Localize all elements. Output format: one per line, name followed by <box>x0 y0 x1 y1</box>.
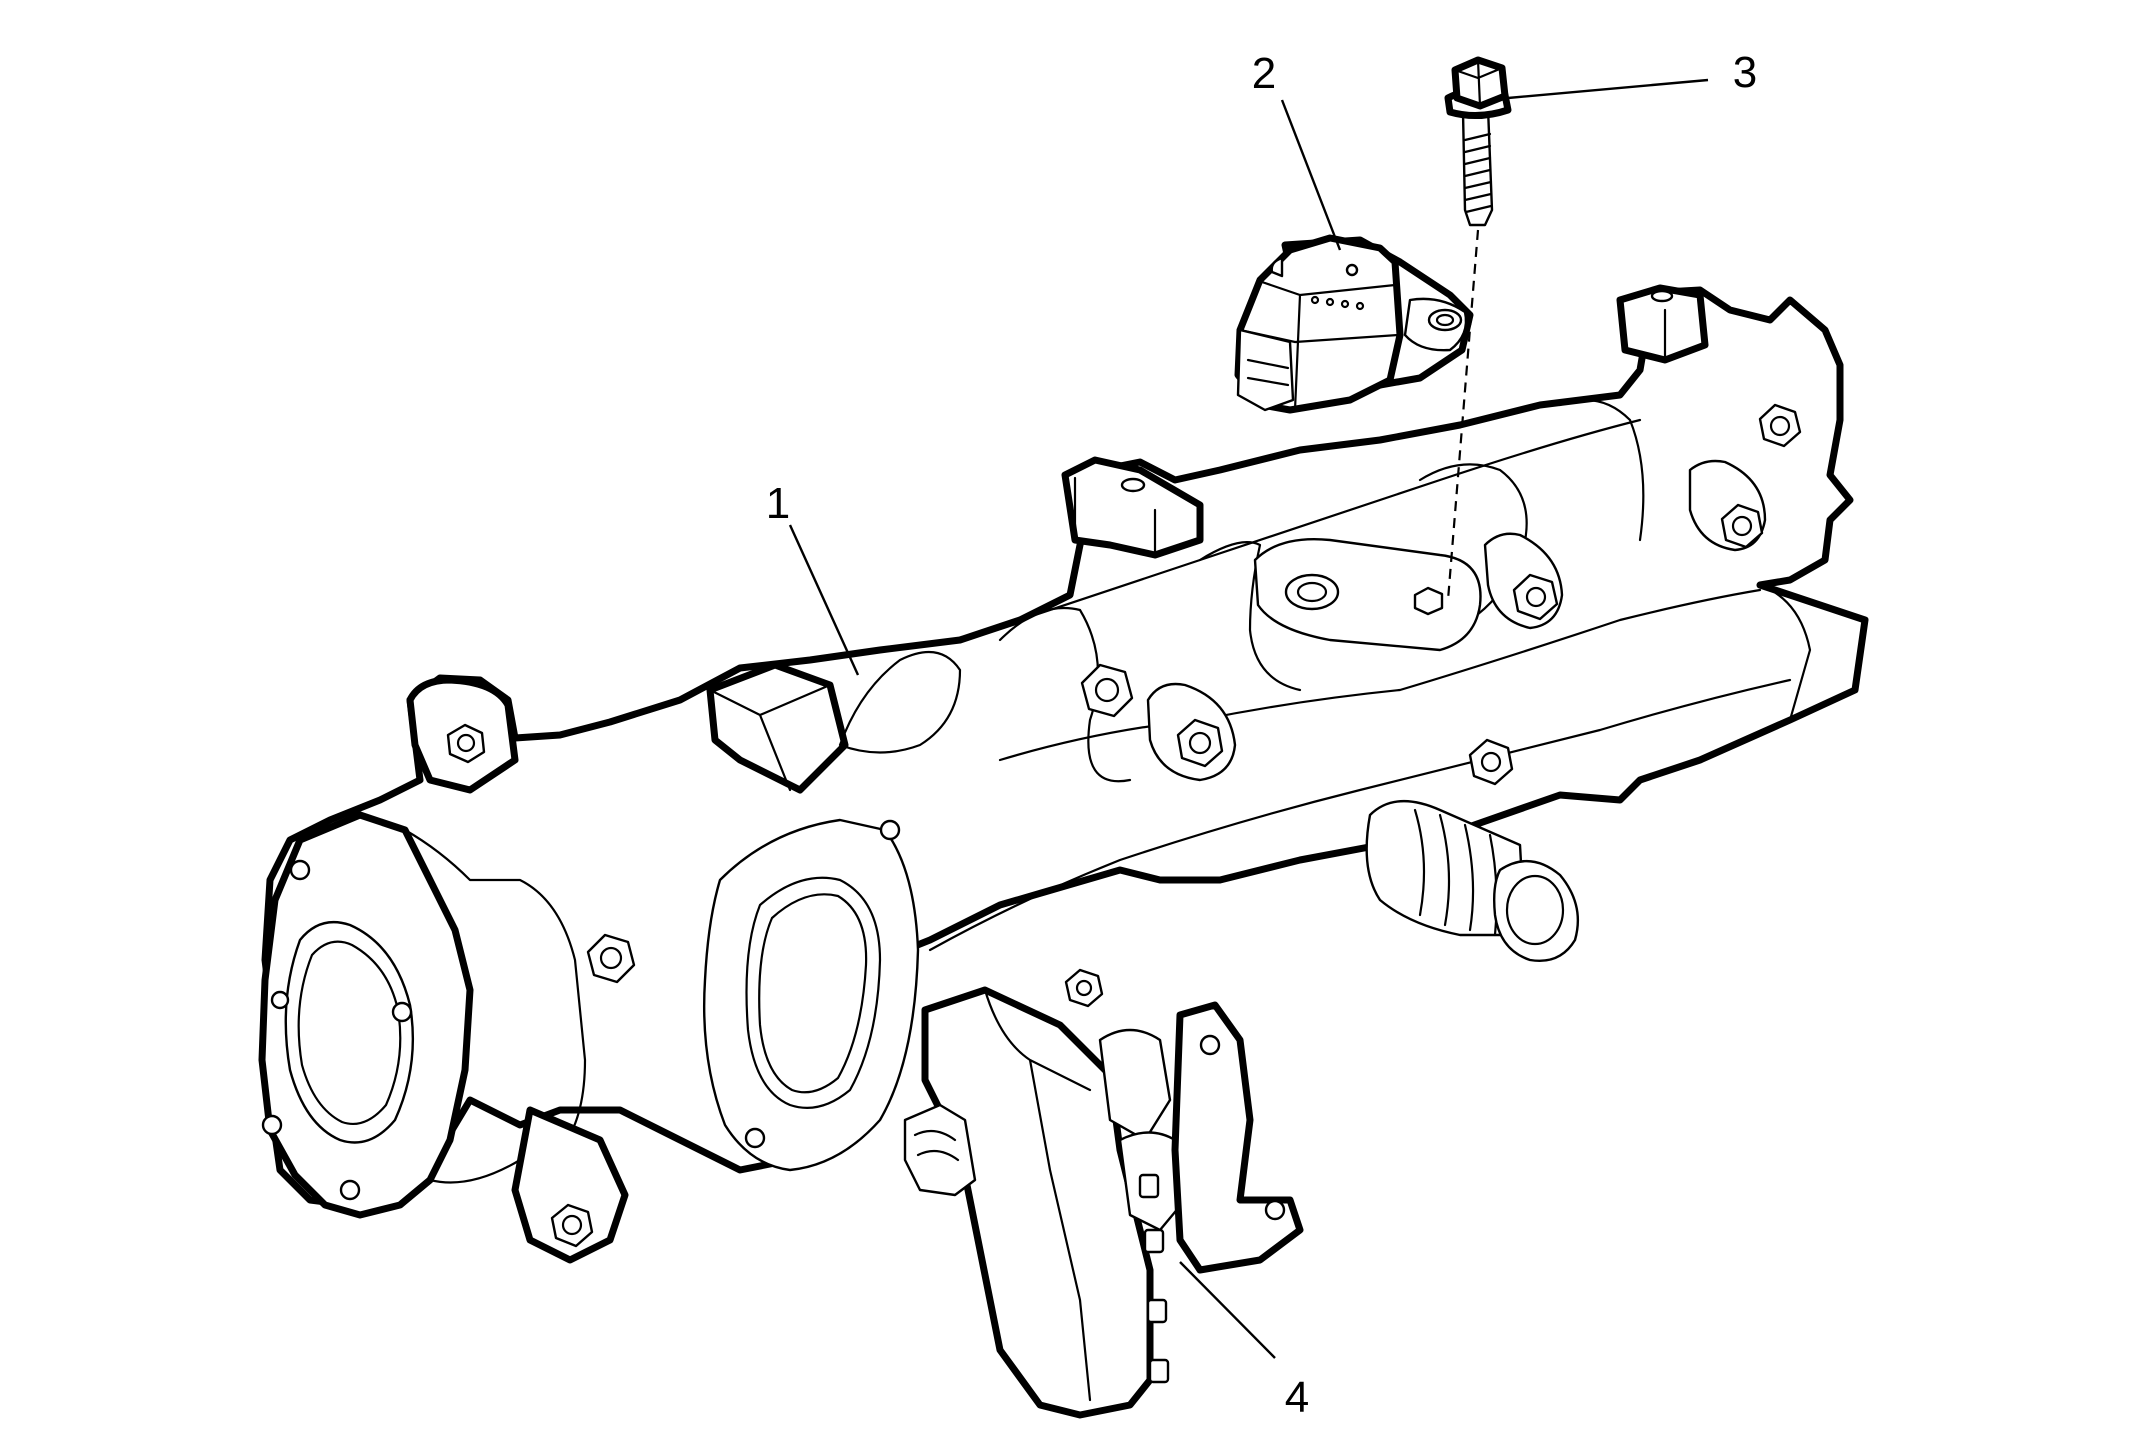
center-port-inner <box>758 893 868 1094</box>
callout-2: 2 <box>1252 49 1342 251</box>
outlet-pipe <box>1365 799 1579 962</box>
body-crease-mid <box>998 588 1762 762</box>
hex-bolt-head-runner-1 <box>1080 663 1134 718</box>
runner-contour-5 <box>1558 398 1645 542</box>
left-port-rim <box>284 920 415 1144</box>
right-end-block-hole <box>1650 289 1674 303</box>
left-flange-step <box>403 828 587 1152</box>
mounting-bolt <box>1444 56 1512 227</box>
sensor-mounting-pad <box>1253 538 1482 652</box>
hex-bolt-head-actuator-top <box>1064 968 1104 1008</box>
hex-bolt-head-upper-right <box>1758 403 1802 448</box>
body-crease-upper <box>958 418 1642 642</box>
sensor-vent-hole <box>1345 263 1359 277</box>
bolt-hex-edges <box>1453 58 1504 108</box>
left-port-bore <box>297 940 402 1126</box>
callout-4-leader <box>1179 1261 1276 1359</box>
top-center-ear <box>1061 456 1204 559</box>
intake-manifold <box>258 284 1869 1264</box>
actuator-housing-face <box>983 988 1092 1402</box>
hex-bolt-head-center-lower <box>586 933 636 984</box>
top-center-ear-edge <box>1073 476 1157 557</box>
right-end-block <box>1616 284 1709 364</box>
actuator-clip-tabs <box>1138 1173 1170 1384</box>
actuator-side-lobes <box>1098 1028 1172 1142</box>
bolt-threads <box>1463 132 1493 214</box>
callout-3-leader <box>1507 78 1709 100</box>
sensor-ear-hole <box>1427 308 1463 332</box>
sensor-pin-markings <box>1310 295 1365 311</box>
actuator-connector-pins <box>913 1129 960 1162</box>
callout-4: 4 <box>1179 1261 1309 1422</box>
center-flange <box>702 818 920 1172</box>
body-crease-lower <box>928 678 1792 952</box>
actuator-connector <box>903 1103 977 1197</box>
center-port-outer <box>745 876 882 1109</box>
callout-3-label: 3 <box>1733 48 1757 97</box>
hex-bolt-head-bracket <box>1199 1034 1286 1221</box>
actuator-bracket <box>1171 1001 1304 1274</box>
hex-bolt-head-runner-4 <box>1688 459 1767 552</box>
hex-bolt-head-left-ear <box>446 723 486 764</box>
left-flange-bolt-holes <box>261 859 413 1201</box>
sensor-connector-ribs <box>1246 358 1290 387</box>
sensor-port-hole <box>1284 573 1340 611</box>
center-flange-bolt-holes <box>744 819 901 1149</box>
bolt-thread-hole <box>1413 586 1444 616</box>
callout-2-label: 2 <box>1252 49 1276 98</box>
callout-1: 1 <box>766 479 860 676</box>
hex-bolt-head-lower-left <box>550 1203 594 1248</box>
top-center-ear-hole <box>1120 477 1146 493</box>
callout-2-leader <box>1280 99 1342 251</box>
sensor-flange-tab-left <box>1270 256 1284 278</box>
bolt-alignment-dashed-line <box>1446 229 1480 601</box>
runner-contour-1 <box>838 650 962 754</box>
callout-3: 3 <box>1507 48 1757 100</box>
sensor-ear-hole-inner <box>1435 313 1455 327</box>
manifold-pressure-sensor <box>1234 234 1474 414</box>
throttle-actuator <box>903 968 1304 1419</box>
hex-bolt-head-runner-3 <box>1483 532 1564 630</box>
hex-bolt-head-runner-2 <box>1146 682 1237 782</box>
sensor-connector <box>1236 328 1295 412</box>
top-boss-left <box>706 661 849 794</box>
body-crease-end <box>1758 583 1812 722</box>
callout-1-leader <box>788 524 860 676</box>
top-boss-left-edges <box>708 683 832 792</box>
runner-contour-3 <box>1198 541 1302 692</box>
lower-left-ear <box>511 1106 629 1264</box>
hex-bolt-head-body-lower <box>1468 738 1514 786</box>
callout-4-label: 4 <box>1285 1373 1309 1422</box>
callout-1-label: 1 <box>766 479 790 528</box>
